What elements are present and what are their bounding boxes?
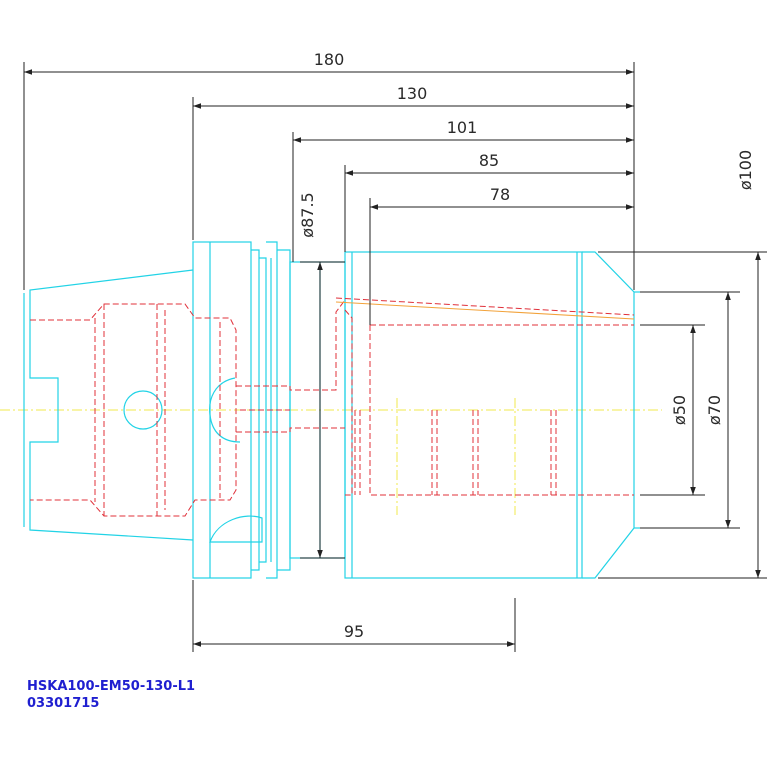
- dimension-lines: [23, 62, 767, 652]
- dim-100-text: ø100: [736, 150, 755, 190]
- dim-87-5-text: ø87.5: [298, 192, 317, 237]
- dim-180-text: 180: [314, 50, 345, 69]
- dim-50-text: ø50: [670, 395, 689, 425]
- centerline: [0, 398, 662, 515]
- taper-lines: [335, 297, 635, 320]
- dim-130-text: 130: [397, 84, 428, 103]
- dim-95-text: 95: [344, 622, 364, 641]
- dim-85-text: 85: [479, 151, 499, 170]
- dim-70-text: ø70: [705, 395, 724, 425]
- dim-78-text: 78: [490, 185, 510, 204]
- hidden-lines: [30, 299, 634, 517]
- code-label: 03301715: [27, 696, 100, 711]
- dim-101-text: 101: [447, 118, 478, 137]
- model-label: HSKA100-EM50-130-L1: [27, 679, 196, 694]
